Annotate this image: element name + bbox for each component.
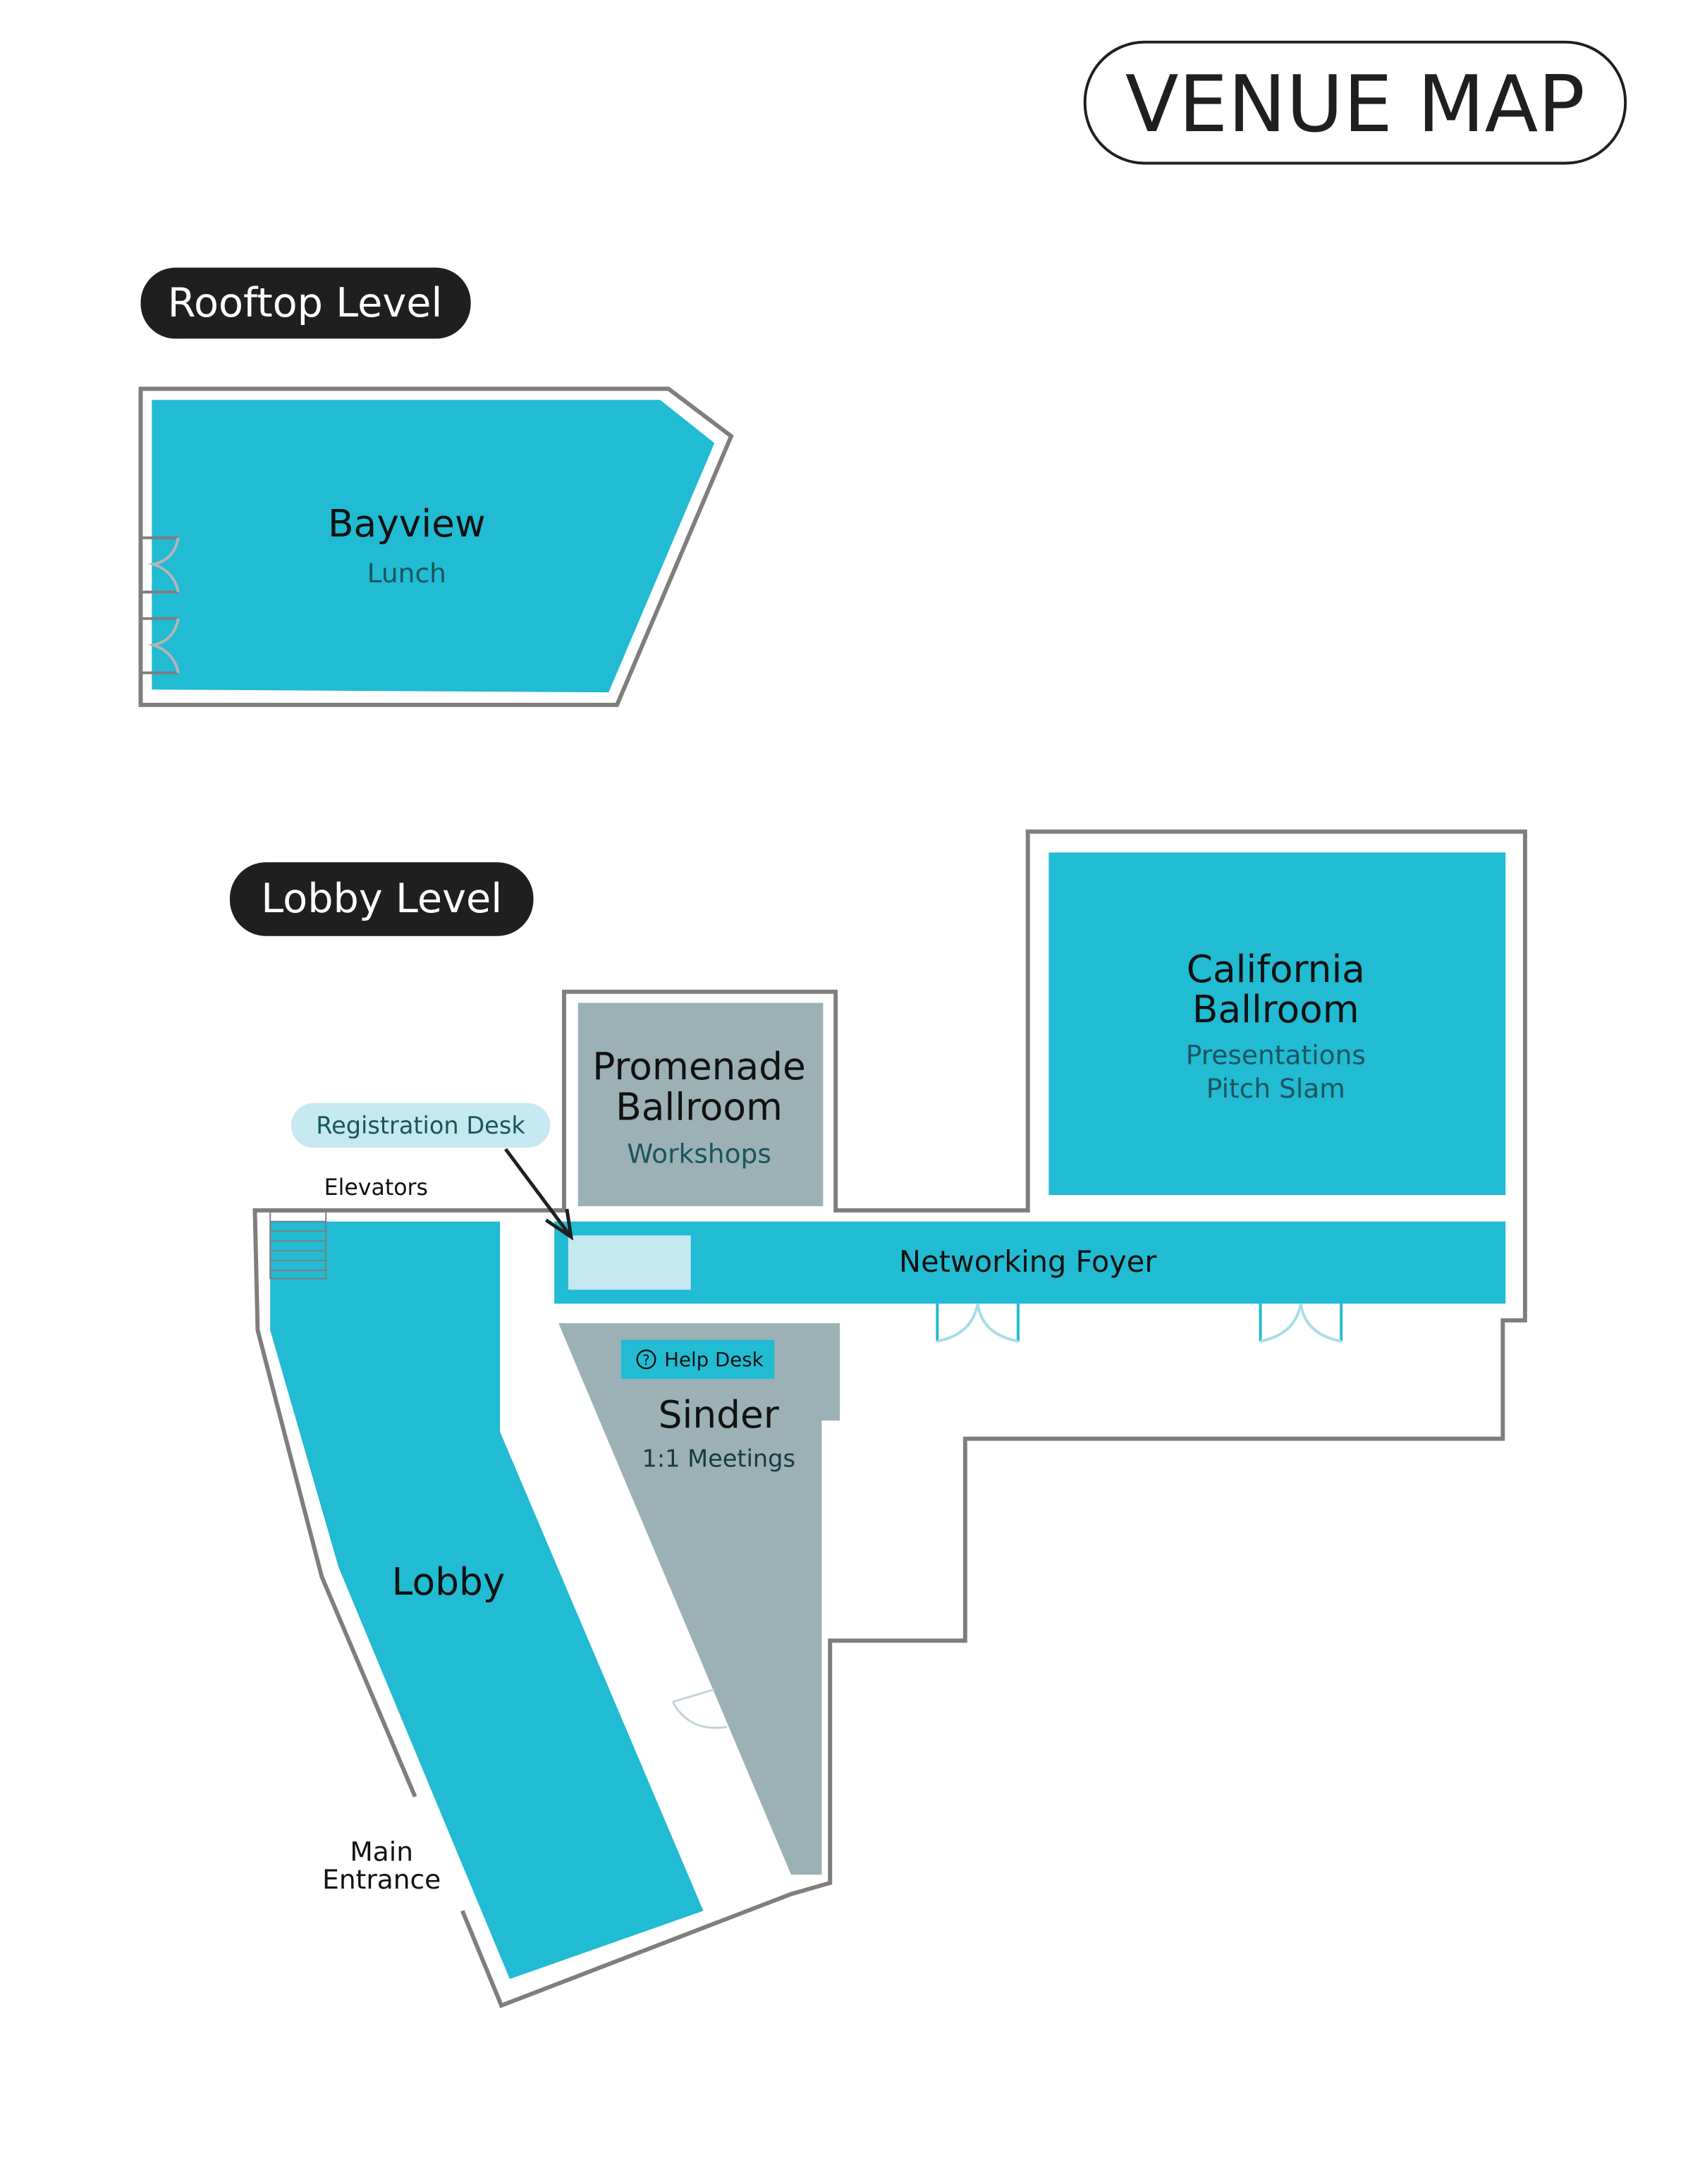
svg-text:Rooftop Level: Rooftop Level <box>168 279 443 326</box>
room-use: Workshops <box>627 1139 771 1170</box>
title-badge: VENUE MAP <box>1083 40 1627 165</box>
elevators-label: Elevators <box>324 1175 428 1201</box>
room-use: Lunch <box>367 558 446 589</box>
main-entrance-label: Main <box>350 1836 413 1867</box>
room-name: Ballroom <box>616 1085 783 1129</box>
registration-desk-area[interactable] <box>568 1235 691 1290</box>
room-name: Sinder <box>659 1392 779 1437</box>
svg-text:?: ? <box>642 1352 649 1368</box>
room-sinder[interactable] <box>558 1323 840 1875</box>
room-use: Pitch Slam <box>1206 1073 1345 1104</box>
room-bayview[interactable] <box>152 400 715 693</box>
room-networking-foyer[interactable] <box>554 1221 1506 1304</box>
elevators-icon <box>269 1210 327 1280</box>
rooftop-floorplan: Bayview Lunch <box>138 386 734 707</box>
svg-text:Help Desk: Help Desk <box>664 1348 764 1371</box>
room-name: Bayview <box>328 501 486 546</box>
door-icon <box>671 1688 728 1729</box>
page-title: VENUE MAP <box>1125 59 1585 150</box>
room-name: Lobby <box>392 1559 506 1604</box>
door-icon <box>140 536 180 675</box>
room-name: California <box>1187 947 1365 991</box>
room-california-ballroom[interactable] <box>1048 852 1506 1196</box>
lobby-level-badge[interactable]: Lobby Level <box>229 862 534 936</box>
svg-text:Registration Desk: Registration Desk <box>316 1112 525 1139</box>
rooftop-level-badge[interactable]: Rooftop Level <box>140 267 471 339</box>
svg-text:Lobby Level: Lobby Level <box>261 875 502 922</box>
room-use: 1:1 Meetings <box>642 1444 795 1472</box>
help-icon <box>636 1349 656 1370</box>
room-lobby[interactable] <box>270 1221 704 1980</box>
lobby-floorplan: California Ballroom Presentations Pitch … <box>252 829 1527 2008</box>
main-entrance-label: Entrance <box>322 1864 441 1895</box>
room-promenade-ballroom[interactable] <box>577 1002 824 1206</box>
room-name: Ballroom <box>1192 987 1359 1031</box>
registration-desk-callout[interactable]: Registration Desk <box>290 1103 551 1148</box>
room-name: Promenade <box>592 1044 806 1088</box>
door-icon <box>936 1303 1343 1343</box>
arrow-icon <box>504 1148 574 1241</box>
room-use: Presentations <box>1186 1039 1366 1070</box>
help-desk[interactable]: ? Help Desk <box>620 1339 775 1379</box>
room-name: Networking Foyer <box>899 1244 1157 1279</box>
